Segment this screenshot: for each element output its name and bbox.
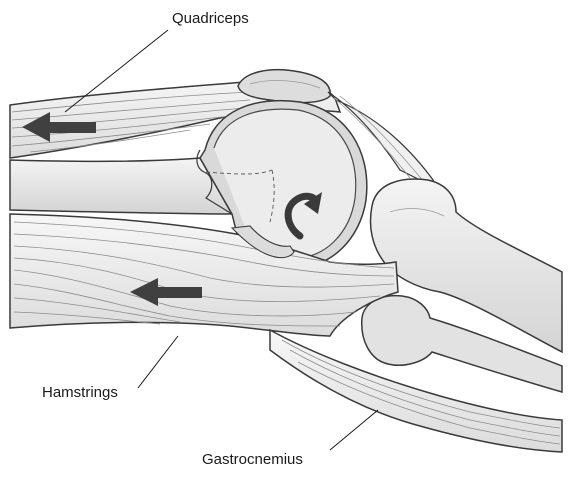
hamstrings-label: Hamstrings [42, 384, 118, 401]
quadriceps-label: Quadriceps [172, 10, 249, 27]
gastrocnemius-leader-line [330, 410, 378, 450]
hamstrings-leader-line [138, 336, 178, 388]
gastrocnemius-label: Gastrocnemius [202, 451, 303, 468]
